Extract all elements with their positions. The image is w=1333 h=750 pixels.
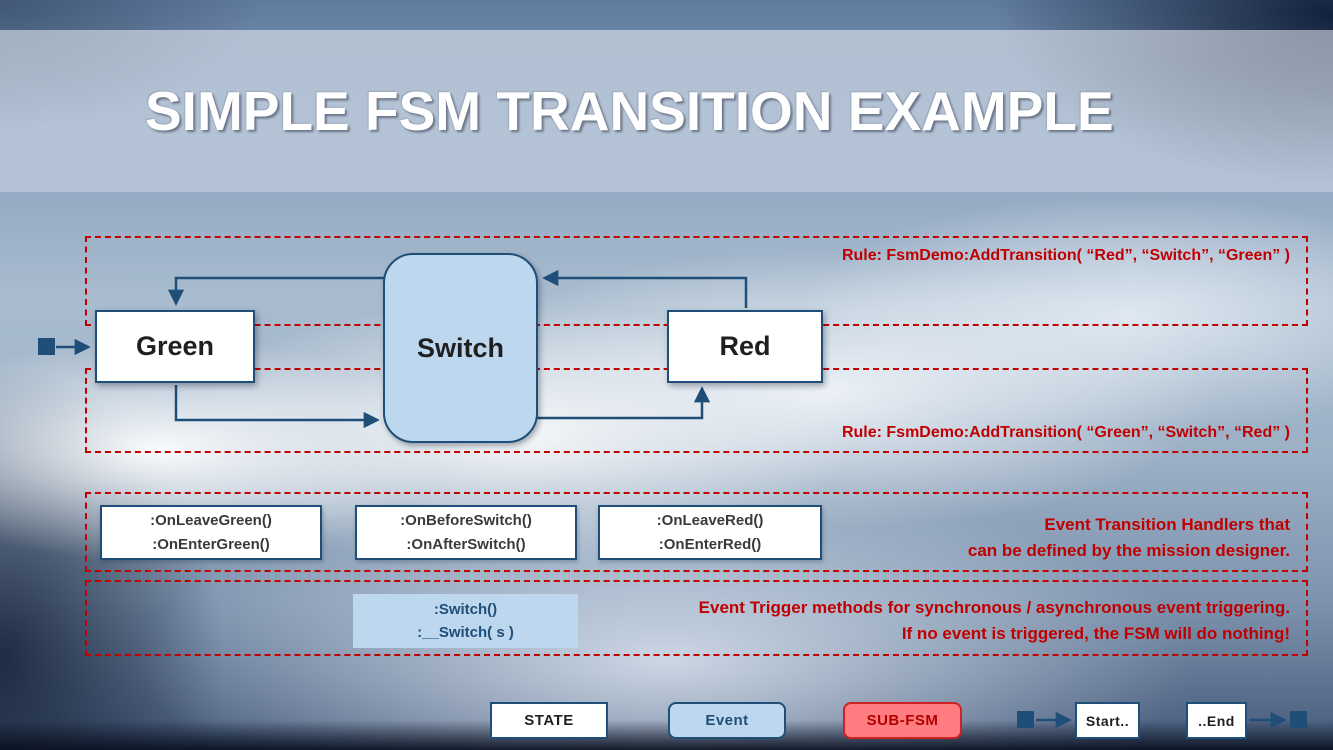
handlers-caption-line1: Event Transition Handlers that [1044, 515, 1290, 534]
event-handlers-box: Event Transition Handlers that can be de… [85, 492, 1308, 572]
handler-green-line2: :OnEnterGreen() [152, 535, 270, 553]
page-title: SIMPLE FSM TRANSITION EXAMPLE [145, 80, 1114, 142]
handler-switch-line1: :OnBeforeSwitch() [400, 512, 532, 530]
triggers-caption-line2: If no event is triggered, the FSM will d… [901, 624, 1290, 644]
legend-start: Start.. [1075, 702, 1140, 739]
trigger-line1: :Switch() [433, 600, 498, 618]
legend-event-label: Event [705, 712, 749, 729]
rule-text-red-to-green: Rule: FsmDemo:AddTransition( “Red”, “Swi… [841, 247, 1290, 264]
handler-box-red: :OnLeaveRed() :OnEnterRed() [598, 505, 822, 560]
state-red: Red [667, 310, 823, 383]
legend-event: Event [668, 702, 786, 739]
handler-box-green: :OnLeaveGreen() :OnEnterGreen() [100, 505, 322, 560]
legend-state: STATE [490, 702, 608, 739]
state-green-label: Green [135, 331, 215, 361]
rule-text-green-to-red: Rule: FsmDemo:AddTransition( “Green”, “S… [841, 424, 1290, 441]
handler-switch-line2: :OnAfterSwitch() [406, 535, 526, 553]
handler-red-line2: :OnEnterRed() [658, 535, 762, 553]
legend-start-label: Start.. [1085, 712, 1130, 729]
event-switch-label: Switch [416, 332, 504, 363]
trigger-line2: :__Switch( s ) [417, 624, 514, 641]
handlers-caption-line2: can be defined by the mission designer. [967, 541, 1290, 561]
handler-box-switch: :OnBeforeSwitch() :OnAfterSwitch() [355, 505, 577, 560]
handler-green-line1: :OnLeaveGreen() [150, 512, 272, 530]
state-red-label: Red [719, 331, 771, 361]
title-band: SIMPLE FSM TRANSITION EXAMPLE [0, 30, 1333, 192]
legend-end: ..End [1186, 702, 1247, 739]
event-switch: Switch [383, 253, 538, 443]
handler-red-line1: :OnLeaveRed() [656, 512, 764, 530]
handlers-caption: Event Transition Handlers that can be de… [968, 512, 1290, 565]
triggers-caption-line1: Event Trigger methods for synchronous / … [698, 598, 1290, 617]
triggers-caption: Event Trigger methods for synchronous / … [699, 595, 1290, 648]
legend-end-label: ..End [1198, 712, 1235, 729]
event-triggers-box: Event Trigger methods for synchronous / … [85, 580, 1308, 656]
legend-subfsm-label: SUB-FSM [866, 712, 939, 729]
legend-state-label: STATE [524, 712, 574, 729]
trigger-box-switch: :Switch() :__Switch( s ) [353, 594, 578, 648]
legend-subfsm: SUB-FSM [843, 702, 962, 739]
state-green: Green [95, 310, 255, 383]
